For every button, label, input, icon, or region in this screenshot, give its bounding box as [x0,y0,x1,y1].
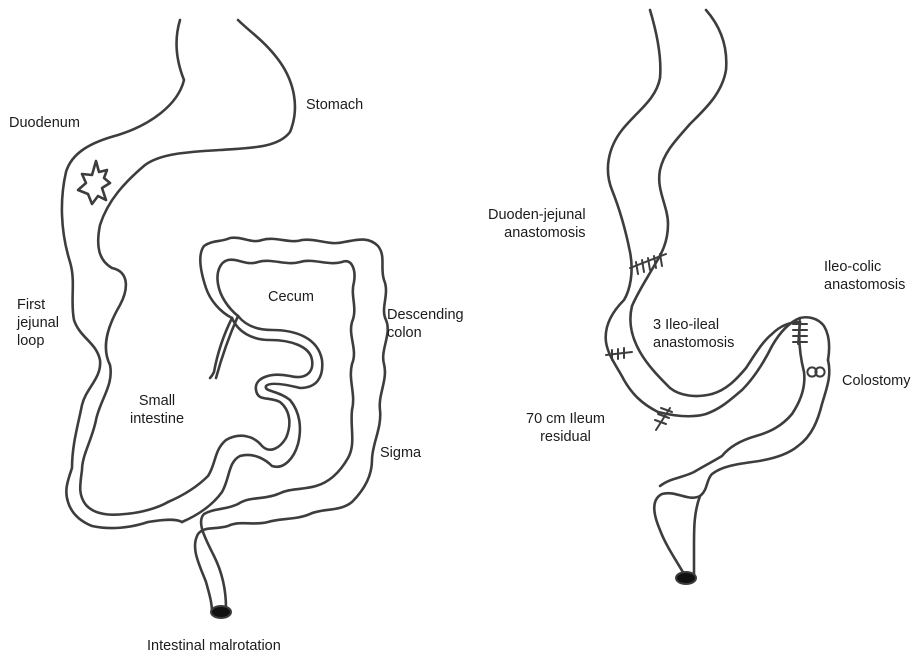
label-sigma: Sigma [380,444,421,462]
ileo-ileal-suture-1 [606,348,632,360]
label-descending-colon: Descending colon [387,306,464,342]
label-colostomy: Colostomy [842,372,911,390]
figure-caption: Intestinal malrotation [147,637,281,655]
label-duoden-jejunal-anastomosis: Duoden-jejunal anastomosis [488,206,586,242]
right-anus [676,572,696,584]
right-colon-tail [694,496,700,580]
appendix [210,318,232,378]
stomach-duodenum-inner-wall [80,20,295,515]
right-figure [606,10,830,584]
small-intestine-outline [168,318,312,502]
duodeno-jejunal-suture [630,254,666,274]
duodenal-lesion [78,161,110,204]
label-ileum-residual: 70 cm Ileum residual [526,410,605,446]
label-small-intestine: Small intestine [130,392,184,428]
label-stomach: Stomach [306,96,363,114]
label-first-jejunal-loop: First jejunal loop [17,296,59,350]
anus [211,606,231,618]
label-ileo-colic-anastomosis: Ileo-colic anastomosis [824,258,905,294]
label-cecum: Cecum [268,288,314,306]
colostomy-stoma [807,367,824,376]
label-ileo-ileal-anastomosis: 3 Ileo-ileal anastomosis [653,316,734,352]
label-duodenum: Duodenum [9,114,80,132]
